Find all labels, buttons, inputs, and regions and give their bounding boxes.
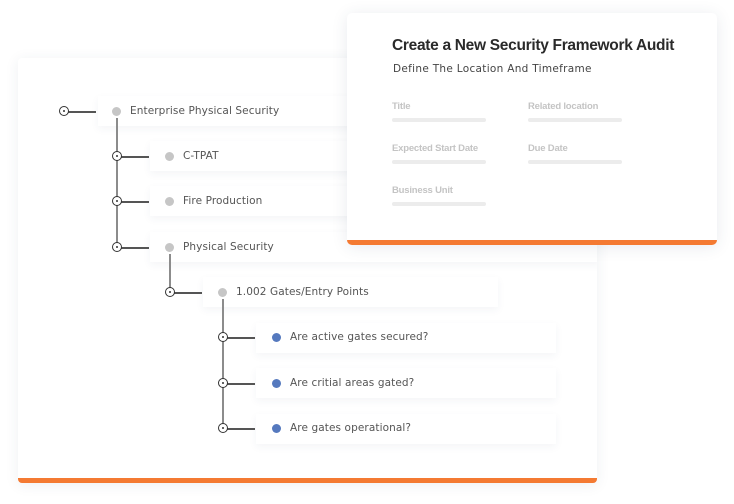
card-accent-bar	[347, 240, 717, 245]
tree-connector	[121, 201, 149, 203]
expand-toggle-icon[interactable]	[112, 196, 122, 206]
tree-connector	[68, 111, 96, 113]
tree-connector	[174, 292, 202, 294]
node-dot-icon	[165, 152, 174, 161]
tree-node-c-tpat[interactable]: C-TPAT	[183, 150, 219, 162]
collapse-toggle-icon[interactable]	[165, 287, 175, 297]
node-dot-icon	[112, 107, 121, 116]
expand-toggle-icon[interactable]	[112, 151, 122, 161]
expand-toggle-icon[interactable]	[218, 378, 228, 388]
tree-connector	[169, 254, 171, 293]
tree-connector	[116, 118, 118, 247]
question-dot-icon	[272, 379, 281, 388]
due-date-field[interactable]: Due Date	[528, 143, 622, 164]
business-unit-input[interactable]	[392, 202, 486, 206]
tree-connector	[121, 156, 149, 158]
collapse-toggle-icon[interactable]	[112, 242, 122, 252]
business-unit-field[interactable]: Business Unit	[392, 185, 486, 206]
expected-start-date-input[interactable]	[392, 160, 486, 164]
question-dot-icon	[272, 333, 281, 342]
node-dot-icon	[165, 243, 174, 252]
expected-start-date-field[interactable]: Expected Start Date	[392, 143, 486, 164]
tree-node-question[interactable]: Are active gates secured?	[290, 331, 429, 343]
form-subtitle: Define The Location And Timeframe	[393, 63, 592, 75]
tree-node-question[interactable]: Are critial areas gated?	[290, 377, 415, 389]
title-input[interactable]	[392, 118, 486, 122]
row-bg	[256, 368, 556, 398]
due-date-input[interactable]	[528, 160, 622, 164]
expand-toggle-icon[interactable]	[218, 423, 228, 433]
tree-connector	[227, 383, 255, 385]
tree-connector	[227, 337, 255, 339]
form-title: Create a New Security Framework Audit	[392, 37, 675, 54]
tree-node-enterprise-physical-security[interactable]: Enterprise Physical Security	[130, 105, 280, 117]
tree-node-fire-production[interactable]: Fire Production	[183, 195, 263, 207]
collapse-toggle-icon[interactable]	[59, 106, 69, 116]
field-label: Business Unit	[392, 185, 453, 196]
row-bg	[203, 277, 498, 307]
row-bg	[256, 323, 556, 353]
node-dot-icon	[165, 197, 174, 206]
tree-node-gates-entry-points[interactable]: 1.002 Gates/Entry Points	[236, 286, 369, 298]
node-dot-icon	[218, 288, 227, 297]
expand-toggle-icon[interactable]	[218, 332, 228, 342]
tree-connector	[222, 299, 224, 430]
tree-connector	[121, 247, 149, 249]
question-dot-icon	[272, 424, 281, 433]
new-audit-form-card: Create a New Security Framework Audit De…	[347, 13, 717, 245]
field-label: Title	[392, 101, 411, 112]
tree-node-physical-security[interactable]: Physical Security	[183, 241, 274, 253]
related-location-field[interactable]: Related location	[528, 101, 622, 122]
row-bg	[256, 414, 556, 444]
field-label: Expected Start Date	[392, 143, 478, 154]
tree-node-question[interactable]: Are gates operational?	[290, 422, 412, 434]
field-label: Due Date	[528, 143, 568, 154]
title-field[interactable]: Title	[392, 101, 486, 122]
card-accent-bar	[18, 478, 597, 483]
field-label: Related location	[528, 101, 599, 112]
related-location-input[interactable]	[528, 118, 622, 122]
tree-connector	[227, 428, 255, 430]
